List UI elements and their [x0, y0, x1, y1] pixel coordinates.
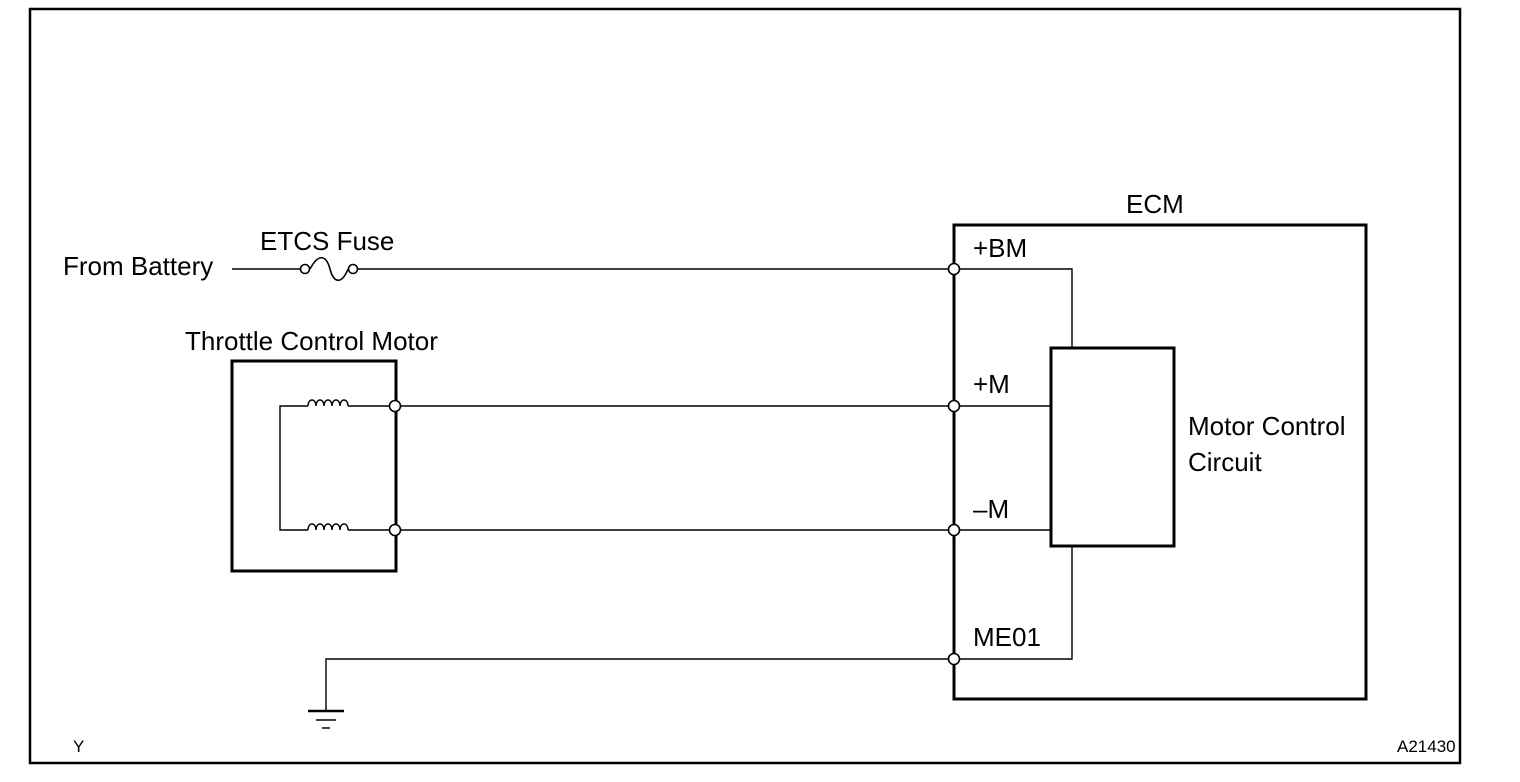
- ecm-box: [952, 223, 1368, 701]
- motor-internal-wire: [279, 405, 308, 531]
- motor-control-circuit-label-line1: Motor Control: [1188, 411, 1346, 441]
- fuse-icon: [309, 256, 349, 282]
- terminal-bm-label: +BM: [973, 233, 1027, 263]
- ecm-terminal-bm: [947, 262, 961, 276]
- ecm-terminal-m-plus: [947, 399, 961, 413]
- ecm-me01-internal-wire: [958, 546, 1073, 660]
- from-battery-label: From Battery: [63, 251, 213, 281]
- motor-terminal-upper: [388, 399, 402, 413]
- me01-ground-wire: [325, 658, 949, 710]
- terminal-m-minus-label: –M: [973, 494, 1009, 524]
- diagram-frame: [28, 7, 1462, 765]
- ecm-bm-internal-wire: [958, 268, 1073, 348]
- motor-control-circuit-box: [1049, 346, 1176, 548]
- ecm-terminal-me01: [947, 652, 961, 666]
- fuse-right-terminal: [347, 263, 359, 275]
- ecm-terminal-m-minus: [947, 523, 961, 537]
- motor-terminal-lower: [388, 523, 402, 537]
- throttle-control-motor-box: [230, 359, 398, 573]
- fuse-left-terminal: [299, 263, 311, 275]
- motor-coil-upper-icon: [307, 399, 349, 407]
- terminal-me01-label: ME01: [973, 622, 1041, 652]
- throttle-control-motor-label: Throttle Control Motor: [185, 326, 438, 356]
- motor-coil-lower-icon: [307, 523, 349, 531]
- ecm-label: ECM: [1126, 189, 1184, 219]
- corner-label: Y: [73, 737, 84, 756]
- figure-code: A21430: [1397, 737, 1456, 756]
- motor-control-circuit-label-line2: Circuit: [1188, 447, 1262, 477]
- terminal-m-plus-label: +M: [973, 369, 1010, 399]
- etcs-fuse-label: ETCS Fuse: [260, 226, 394, 256]
